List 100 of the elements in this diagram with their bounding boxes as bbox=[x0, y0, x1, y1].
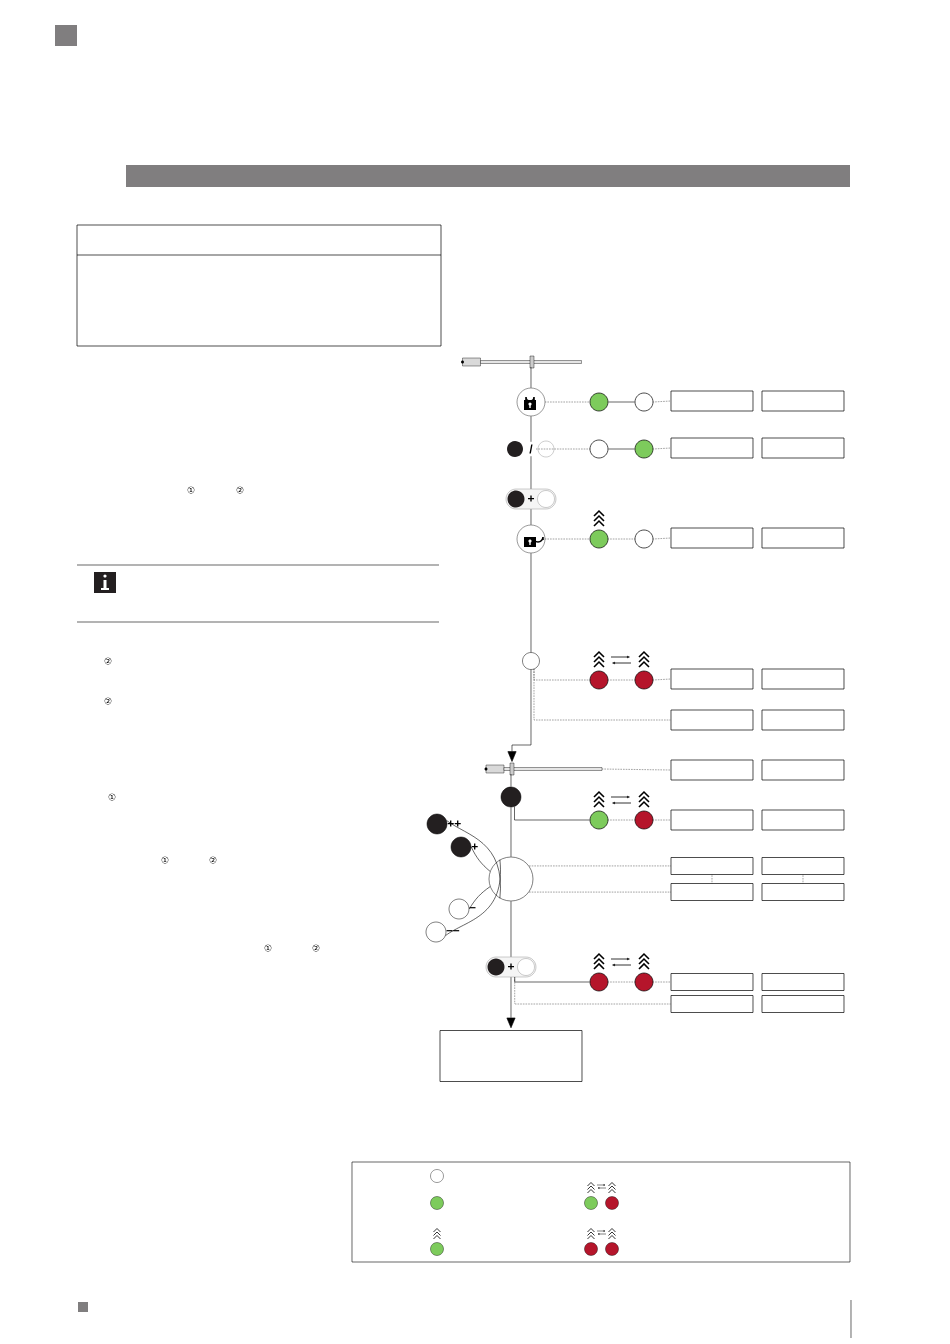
node-label: / bbox=[529, 444, 533, 454]
lock-button bbox=[516, 387, 546, 417]
connector-line bbox=[446, 820, 501, 899]
push-button: + bbox=[450, 836, 478, 858]
button-combination: + bbox=[485, 956, 537, 978]
step-number: ① bbox=[161, 856, 169, 864]
connector-line bbox=[510, 773, 512, 788]
display-box bbox=[761, 527, 845, 549]
connector-line bbox=[653, 447, 671, 450]
step-number: ② bbox=[209, 856, 217, 864]
connector-line bbox=[528, 865, 671, 867]
connector-line bbox=[608, 679, 635, 681]
connector-line bbox=[468, 886, 491, 910]
connector-line bbox=[530, 415, 532, 443]
connector-line bbox=[533, 668, 671, 721]
connector-line bbox=[530, 508, 532, 526]
connector-line bbox=[608, 448, 635, 450]
led-indicator bbox=[634, 439, 654, 459]
sensor-drawing bbox=[484, 762, 603, 776]
connector-line bbox=[802, 874, 804, 884]
display-box bbox=[761, 709, 845, 731]
display-box bbox=[670, 973, 754, 991]
display-box bbox=[761, 437, 845, 459]
node-label: + bbox=[471, 843, 478, 850]
led-indicator bbox=[634, 790, 654, 830]
connector-line bbox=[510, 806, 512, 858]
connector-line bbox=[470, 846, 491, 872]
led-indicator bbox=[589, 790, 632, 830]
display-box bbox=[761, 759, 845, 781]
led-indicator bbox=[589, 392, 609, 412]
led-indicator bbox=[634, 529, 654, 549]
led-indicator bbox=[589, 952, 632, 992]
connector-line bbox=[544, 538, 590, 540]
step-number: ① bbox=[264, 944, 272, 952]
connector-line bbox=[653, 678, 671, 681]
connector-line bbox=[608, 538, 635, 540]
display-box bbox=[761, 883, 845, 901]
button-combination: + bbox=[505, 488, 557, 510]
connector-line bbox=[653, 537, 671, 540]
connector-arrow bbox=[507, 669, 532, 762]
connector-line bbox=[535, 448, 590, 450]
push-button bbox=[500, 786, 522, 808]
push-button: –– bbox=[425, 921, 460, 943]
display-box bbox=[670, 709, 754, 731]
connector-arrow bbox=[506, 976, 516, 1029]
node-label: – bbox=[469, 907, 476, 909]
connector-line bbox=[711, 874, 713, 884]
step-number: ① bbox=[187, 486, 195, 494]
display-box bbox=[761, 995, 845, 1013]
connector-line bbox=[608, 401, 635, 403]
push-button bbox=[522, 652, 540, 670]
step-number: ① bbox=[108, 793, 116, 801]
connector-line bbox=[514, 806, 590, 821]
connector-line bbox=[445, 859, 501, 936]
display-box bbox=[761, 857, 845, 875]
display-box bbox=[670, 809, 754, 831]
display-box bbox=[670, 883, 754, 901]
connector-line bbox=[530, 552, 532, 653]
led-indicator bbox=[589, 439, 609, 459]
led-indicator bbox=[589, 650, 632, 690]
display-box bbox=[670, 759, 754, 781]
display-box bbox=[761, 809, 845, 831]
push-button: – bbox=[448, 898, 476, 920]
led-indicator bbox=[634, 650, 654, 690]
connector-line bbox=[601, 768, 671, 771]
led-indicator bbox=[634, 392, 654, 412]
connector-line bbox=[514, 976, 590, 983]
display-box bbox=[761, 668, 845, 690]
node-label: –– bbox=[446, 930, 460, 932]
display-box bbox=[670, 857, 754, 875]
connector-line bbox=[653, 819, 671, 821]
connector-line bbox=[510, 900, 512, 958]
end-box bbox=[439, 1030, 583, 1082]
connector-line bbox=[608, 819, 635, 821]
connector-line bbox=[653, 400, 671, 403]
display-box bbox=[670, 527, 754, 549]
sensor-drawing bbox=[461, 355, 582, 369]
display-box bbox=[670, 390, 754, 412]
connector-line bbox=[608, 981, 635, 983]
display-box bbox=[761, 390, 845, 412]
button-pair: / bbox=[507, 440, 555, 458]
display-box bbox=[670, 437, 754, 459]
display-box bbox=[761, 973, 845, 991]
connector-line bbox=[544, 401, 590, 403]
step-number: ② bbox=[104, 657, 112, 665]
connector-line bbox=[530, 455, 532, 490]
display-box bbox=[670, 668, 754, 690]
step-number: ② bbox=[236, 486, 244, 494]
node-label: ++ bbox=[447, 820, 461, 827]
push-button: ++ bbox=[426, 813, 461, 835]
connector-line bbox=[653, 981, 671, 983]
step-number: ② bbox=[312, 944, 320, 952]
connector-line bbox=[528, 891, 671, 893]
display-box bbox=[670, 995, 754, 1013]
push-button bbox=[488, 856, 534, 902]
step-number: ② bbox=[104, 697, 112, 705]
led-indicator bbox=[634, 952, 654, 992]
unlock-button bbox=[516, 524, 546, 554]
led-indicator bbox=[589, 509, 609, 549]
connector-line bbox=[514, 976, 671, 1005]
